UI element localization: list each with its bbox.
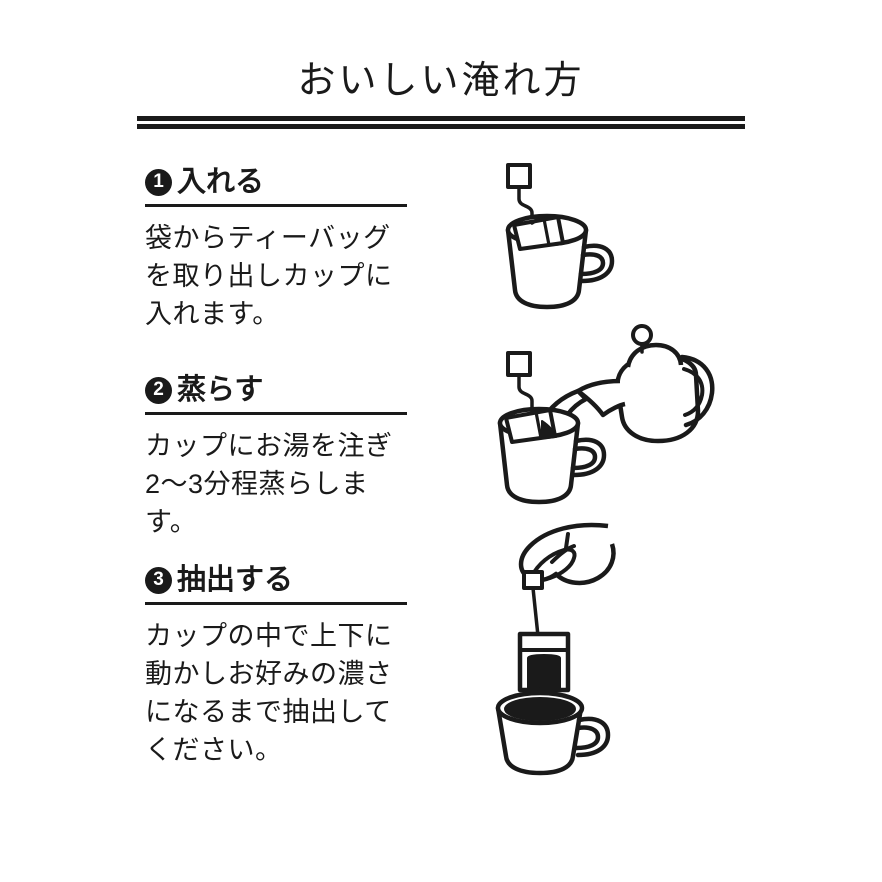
hand-dipping-teabag-icon (480, 512, 680, 780)
kettle-pouring-into-mug-icon (470, 305, 730, 505)
step-3-title: 抽出する (177, 563, 294, 596)
step-1-heading: 1 入れる (145, 163, 410, 201)
step-3-body-text: カップの中で上下に動かしお好みの濃さになるまで抽出してください。 (145, 621, 393, 765)
step-3: 3 抽出する カップの中で上下に動かしお好みの濃さになるまで抽出してください。 (145, 561, 410, 769)
page-title: おいしい淹れ方 (297, 60, 585, 102)
step-1-rule (145, 204, 407, 207)
title-double-rule (137, 116, 745, 129)
step-1: 1 入れる 袋からティーバッグを取り出しカップに入れます。 (145, 163, 410, 333)
step-1-number-badge: 1 (145, 168, 172, 196)
step-1-body-text: 袋からティーバッグを取り出しカップに入れます。 (145, 223, 393, 329)
step-2-body-text: カップにお湯を注ぎ2〜3分程蒸らします。 (145, 431, 393, 537)
title-rule-top (137, 116, 745, 121)
step-1-title: 入れる (177, 165, 265, 198)
step-3-number-badge: 3 (145, 566, 172, 594)
step-2-title: 蒸らす (177, 373, 264, 406)
step-3-heading: 3 抽出する (145, 561, 410, 599)
step-2: 2 蒸らす カップにお湯を注ぎ2〜3分程蒸らします。 (145, 371, 410, 541)
title-rule-bottom (137, 124, 745, 129)
step-2-rule (145, 412, 407, 415)
mug-with-teabag-icon (470, 155, 670, 325)
step-2-number-badge: 2 (145, 376, 172, 404)
step-2-heading: 2 蒸らす (145, 371, 410, 409)
step-3-rule (145, 602, 407, 605)
